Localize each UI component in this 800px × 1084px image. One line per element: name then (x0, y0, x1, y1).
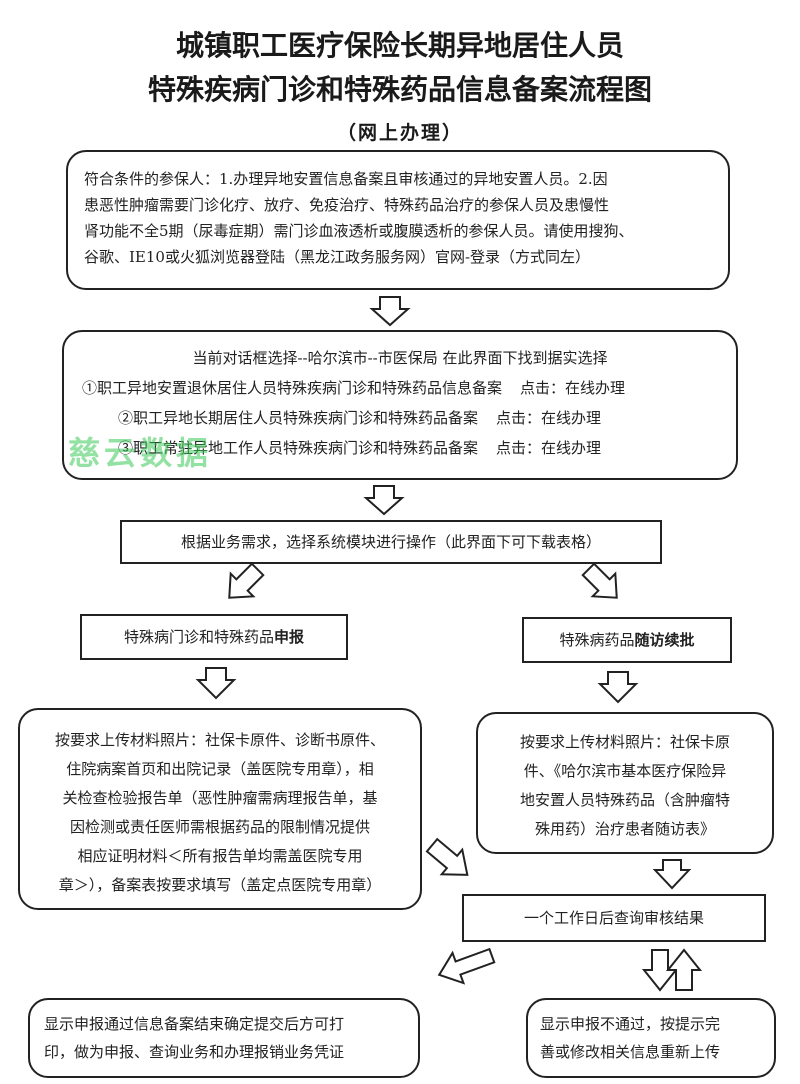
arrow-down-icon (369, 296, 411, 327)
declare-upload-line: 因检测或责任医师需根据药品的限制情况提供 (69, 818, 370, 836)
module-select-box (120, 520, 662, 564)
review-result-text: 一个工作日后查询审核结果 (523, 909, 704, 927)
fail-result-box (526, 998, 776, 1078)
arrow-down-icon (641, 949, 679, 992)
followup-upload-text: 按要求上传材料照片：社保卡原 件、《哈尔滨市基本医疗保险异 地安置人员特殊药品（… (478, 728, 772, 844)
declare-label-bold: 申报 (274, 628, 305, 646)
fail-line: 显示申报不通过，按提示完 (540, 1015, 721, 1033)
declare-upload-box (18, 708, 422, 910)
followup-label: 特殊病药品随访续批 (522, 627, 732, 653)
declare-upload-line: 关检查检验报告单（恶性肿瘤需病理报告单，基 (62, 789, 378, 807)
followup-upload-box (476, 712, 774, 854)
option-2: ②职工异地长期居住人员特殊疾病门诊和特殊药品备案点击：在线办理 (118, 405, 738, 431)
option-number: ③ (118, 439, 134, 457)
module-select-text: 根据业务需求，选择系统模块进行操作（此界面下可下载表格） (180, 533, 601, 551)
arrow-down-left-icon (228, 562, 265, 599)
option-action: 点击：在线办理 (520, 379, 626, 397)
pass-result-box (28, 998, 420, 1078)
eligibility-line: 患恶性肿瘤需要门诊化疗、放疗、免疫治疗、特殊药品治疗的参保人员及患慢性 (84, 196, 610, 214)
selection-box (62, 330, 738, 480)
fail-line: 善或修改相关信息重新上传 (540, 1043, 721, 1061)
arrow-down-right-icon (425, 837, 469, 876)
declare-upload-line: 章＞），备案表按要求填写（盖定点医院专用章） (58, 876, 382, 894)
option-label: 职工异地安置退休居住人员特殊疾病门诊和特殊药品信息备案 (97, 379, 503, 397)
flowchart-title-line1: 城镇职工医疗保险长期异地居住人员 (175, 29, 624, 62)
arrow-down-left-icon (437, 947, 496, 985)
arrow-up-icon (665, 948, 703, 991)
selection-header: 当前对话框选择--哈尔滨市--市医保局 在此界面下找到据实选择 (192, 349, 608, 367)
followup-upload-line: 地安置人员特殊药品（含肿瘤特 (519, 791, 730, 809)
option-action: 点击：在线办理 (496, 409, 602, 427)
option-3: ③职工常驻异地工作人员特殊疾病门诊和特殊药品备案点击：在线办理 (118, 435, 738, 461)
declare-label-prefix: 特殊病门诊和特殊药品 (123, 628, 274, 646)
arrow-down-icon (363, 485, 405, 516)
declare-label: 特殊病门诊和特殊药品申报 (80, 624, 348, 650)
watermark: 慈云数据 (68, 434, 213, 472)
option-number: ② (118, 409, 134, 427)
option-label: 职工常驻异地工作人员特殊疾病门诊和特殊药品备案 (133, 439, 479, 457)
flowchart-title-line2: 特殊疾病门诊和特殊药品信息备案流程图 (147, 73, 652, 106)
followup-label-bold: 随访续批 (634, 631, 695, 649)
pass-line: 印，做为申报、查询业务和办理报销业务凭证 (44, 1043, 345, 1061)
arrow-down-icon (195, 667, 237, 700)
declare-upload-text: 按要求上传材料照片：社保卡原件、诊断书原件、 住院病案首页和出院记录（盖医院专用… (22, 726, 418, 900)
option-1: ①职工异地安置退休居住人员特殊疾病门诊和特殊药品信息备案点击：在线办理 (82, 375, 732, 401)
declare-box (80, 614, 348, 660)
arrow-down-icon (597, 671, 639, 704)
option-number: ① (82, 379, 98, 397)
followup-label-prefix: 特殊病药品 (559, 631, 635, 649)
fail-result-text: 显示申报不通过，按提示完 善或修改相关信息重新上传 (540, 1010, 772, 1066)
pass-result-text: 显示申报通过信息备案结束确定提交后方可打 印，做为申报、查询业务和办理报销业务凭… (44, 1010, 416, 1066)
arrow-down-right-icon (581, 562, 618, 599)
declare-upload-line: 住院病案首页和出院记录（盖医院专用章），相 (66, 760, 374, 778)
eligibility-line: 谷歌、IE10或火狐浏览器登陆（黑龙江政务服务网）官网-登录（方式同左） (84, 248, 591, 266)
followup-box (522, 617, 732, 663)
followup-upload-line: 件、《哈尔滨市基本医疗保险异 (523, 762, 727, 780)
arrow-down-icon (652, 859, 692, 890)
flowchart-subtitle: （网上办理） (336, 122, 463, 144)
eligibility-line: 符合条件的参保人：1.办理异地安置信息备案且审核通过的异地安置人员。2.因 (84, 170, 608, 188)
option-action: 点击：在线办理 (496, 439, 602, 457)
declare-upload-line: 按要求上传材料照片：社保卡原件、诊断书原件、 (54, 731, 385, 749)
eligibility-text: 符合条件的参保人：1.办理异地安置信息备案且审核通过的异地安置人员。2.因 患恶… (84, 166, 724, 270)
review-result-box (462, 894, 766, 942)
declare-upload-line: 相应证明材料＜所有报告单均需盖医院专用 (77, 847, 363, 865)
eligibility-box (66, 150, 730, 290)
followup-upload-line: 按要求上传材料照片：社保卡原 (519, 733, 730, 751)
eligibility-line: 肾功能不全5期（尿毒症期）需门诊血液透析或腹膜透析的参保人员。请使用搜狗、 (84, 222, 634, 240)
followup-upload-line: 殊用药）治疗患者随访表》 (534, 820, 715, 838)
option-label: 职工异地长期居住人员特殊疾病门诊和特殊药品备案 (133, 409, 479, 427)
pass-line: 显示申报通过信息备案结束确定提交后方可打 (44, 1015, 345, 1033)
